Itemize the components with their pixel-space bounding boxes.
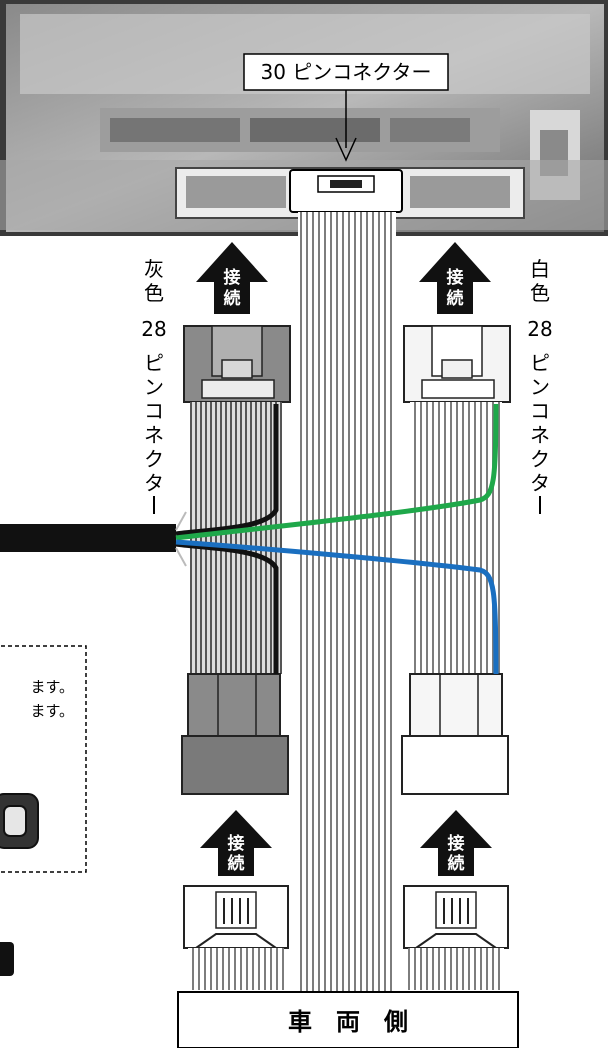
gray-connector-bottom [181,673,289,795]
svg-text:コ: コ [144,399,164,423]
label-left-pins: 28 [141,317,166,341]
white-harness-wires [410,402,502,674]
arrow-up-right-bottom: 接 続 [420,810,492,876]
svg-text:タ: タ [530,471,550,495]
svg-text:ピ: ピ [144,351,164,375]
extension-cable [0,403,499,675]
svg-text:続: 続 [228,853,245,874]
callout-30pin: 30 ピンコネクター [243,53,449,162]
svg-text:ク: ク [530,447,550,471]
svg-text:ピ: ピ [530,351,550,375]
note-box-black-tab [0,942,14,976]
vehicle-side-label: 車 両 側 [288,1008,408,1036]
svg-text:コ: コ [530,399,550,423]
svg-text:続: 続 [448,853,465,874]
svg-text:ネ: ネ [530,423,550,447]
svg-text:白: 白 [530,257,550,281]
arrow-up-right-top: 接 続 [419,242,491,314]
arrow-right-top-char1: 接 [447,267,464,288]
arrow-up-left-top: 接 続 [196,242,268,314]
arrow-right-top-char2: 続 [447,288,464,309]
callout-30pin-label: 30 ピンコネクター [260,60,431,84]
connector-30pin [289,169,403,213]
svg-text:ク: ク [144,447,164,471]
svg-text:灰: 灰 [144,257,164,281]
vehicle-connector-left [183,885,289,990]
svg-text:接: 接 [228,833,245,854]
svg-text:色: 色 [530,281,550,305]
svg-text:ン: ン [144,375,164,399]
arrow-left-top-char1: 接 [224,267,241,288]
vehicle-connector-right [403,885,509,990]
gray-connector-top [183,325,291,403]
gray-harness-wires [190,402,282,674]
label-right-pins: 28 [527,317,552,341]
svg-text:色: 色 [144,281,164,305]
vehicle-side-box: 車 両 側 [177,991,519,1048]
svg-text:ン: ン [530,375,550,399]
svg-text:タ: タ [144,471,164,495]
note-line-1: ます。 [30,678,74,696]
svg-text:接: 接 [448,833,465,854]
arrow-left-top-char2: 続 [224,288,241,309]
note-line-2: ます。 [30,702,74,720]
note-box: ます。 ます。 [0,645,87,873]
arrow-up-left-bottom: 接 続 [200,810,272,876]
center-wire-bundle [298,212,396,992]
white-connector-bottom [401,673,509,795]
label-right-vertical: 白 色 28 ピ ン コ ネ ク タ [527,257,553,514]
svg-text:ネ: ネ [144,423,164,447]
white-connector-top [403,325,511,403]
label-left-vertical: 灰 色 28 ピ ン コ ネ ク タ [141,257,167,514]
